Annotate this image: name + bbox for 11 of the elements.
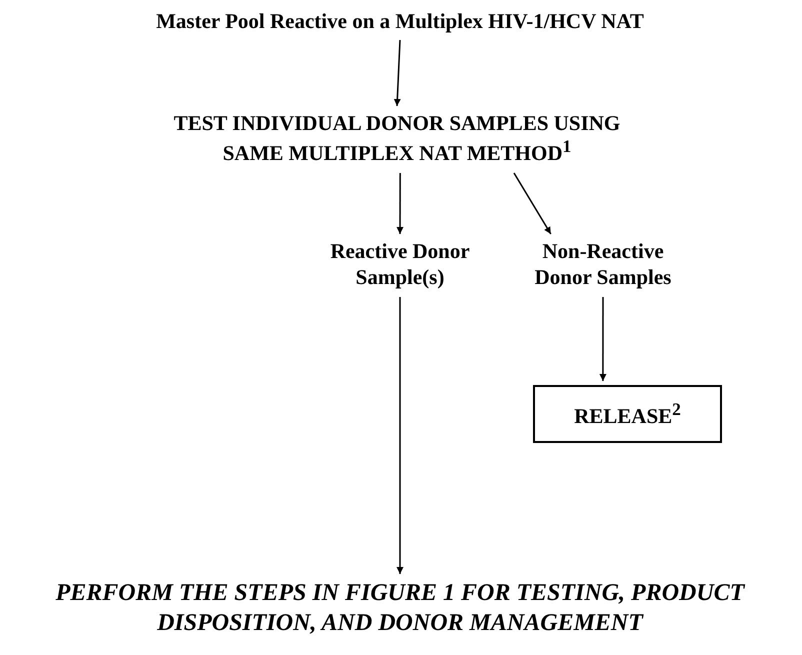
arrow	[599, 297, 606, 381]
arrow	[396, 297, 404, 574]
step-text: PERFORM THE STEPS IN FIGURE 1 FOR TESTING, PRODUCT DISPOSITION, AND DONOR MANAGEMENT	[40, 578, 760, 638]
step-text: Non-Reactive Donor Samples	[516, 238, 690, 290]
arrow	[394, 40, 401, 106]
step-text: TEST INDIVIDUAL DONOR SAMPLES USING SAME MULTIPLEX NAT METHOD$^{1}$	[172, 110, 622, 166]
arrow	[396, 173, 404, 234]
step-text: Master Pool Reactive on a Multiplex HIV-1/HCV NAT	[100, 8, 700, 34]
arrow	[513, 172, 552, 234]
process-box: RELEASE$^{2}$	[533, 385, 722, 444]
step-text: Reactive Donor Sample(s)	[320, 238, 480, 290]
